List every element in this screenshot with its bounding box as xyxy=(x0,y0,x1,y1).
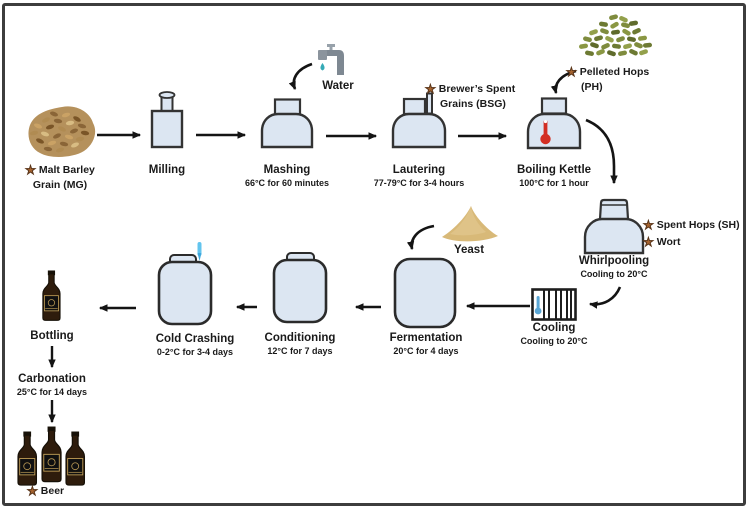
label-milling: Milling xyxy=(148,164,186,176)
star-icon: ★ xyxy=(25,163,36,178)
star-icon: ★ xyxy=(643,235,654,250)
label-pelleted-hops: ★Pelleted Hops (PH) xyxy=(566,65,650,93)
lautering-vessel-icon xyxy=(391,92,447,149)
label-fermentation: Fermentation 20°C for 4 days xyxy=(389,332,463,356)
arrow-boiling-to-whirlpooling xyxy=(585,118,618,185)
label-cooling: Cooling Cooling to 20°C xyxy=(520,322,588,346)
yeast-pile-icon xyxy=(442,206,498,242)
bottling-bottle-icon xyxy=(42,269,61,321)
arrow-whirlpooling-to-cooling xyxy=(588,286,622,309)
boiling-kettle-icon xyxy=(526,97,582,150)
conditioning-tank-icon xyxy=(272,252,328,324)
hops-pellets-icon xyxy=(579,14,652,57)
beer-bottles-icon xyxy=(17,425,86,486)
red-thermometer-icon xyxy=(543,120,548,137)
label-bottling: Bottling xyxy=(30,330,74,342)
label-whirlpooling: Whirlpooling Cooling to 20°C xyxy=(578,255,650,279)
label-lautering: Lautering 77-79°C for 3-4 hours xyxy=(373,164,465,188)
label-brewers-spent-grains: ★Brewer’s Spent Grains (BSG) xyxy=(425,82,516,110)
arrow-yeast-to-fermentation xyxy=(406,224,435,251)
star-icon: ★ xyxy=(566,65,577,80)
cold-indicator-icon xyxy=(197,242,202,256)
label-beer: ★Beer xyxy=(27,484,65,499)
malt-grain-pile-icon xyxy=(28,106,96,157)
label-wort: ★Wort xyxy=(643,235,681,250)
star-icon: ★ xyxy=(425,82,436,97)
water-faucet-icon xyxy=(318,44,344,75)
milling-vessel-icon xyxy=(150,91,184,149)
label-water: Water xyxy=(322,80,354,92)
fermentation-tank-icon xyxy=(393,257,457,329)
whirlpooling-vessel-icon xyxy=(583,198,645,255)
label-mashing: Mashing 66°C for 60 minutes xyxy=(244,164,330,188)
label-carbonation: Carbonation 25°C for 14 days xyxy=(16,373,88,397)
star-icon: ★ xyxy=(27,484,38,499)
arrow-water-to-mashing xyxy=(288,62,313,91)
label-boiling-kettle: Boiling Kettle 100°C for 1 hour xyxy=(516,164,592,188)
star-icon: ★ xyxy=(643,218,654,233)
label-yeast: Yeast xyxy=(453,244,485,256)
label-cold-crashing: Cold Crashing 0-2°C for 3-4 days xyxy=(155,333,235,357)
arrow-hops-to-boiling xyxy=(550,69,577,95)
cooling-radiator-icon xyxy=(531,288,577,321)
diagram-frame xyxy=(2,3,746,506)
cold-crashing-tank-icon xyxy=(157,242,213,326)
mashing-vessel-icon xyxy=(260,98,314,149)
label-malt-barley-grain: ★Malt Barley Grain (MG) xyxy=(25,163,95,191)
label-conditioning: Conditioning 12°C for 7 days xyxy=(264,332,336,356)
blue-thermometer-icon xyxy=(536,296,540,309)
label-spent-hops: ★Spent Hops (SH) xyxy=(643,218,740,233)
